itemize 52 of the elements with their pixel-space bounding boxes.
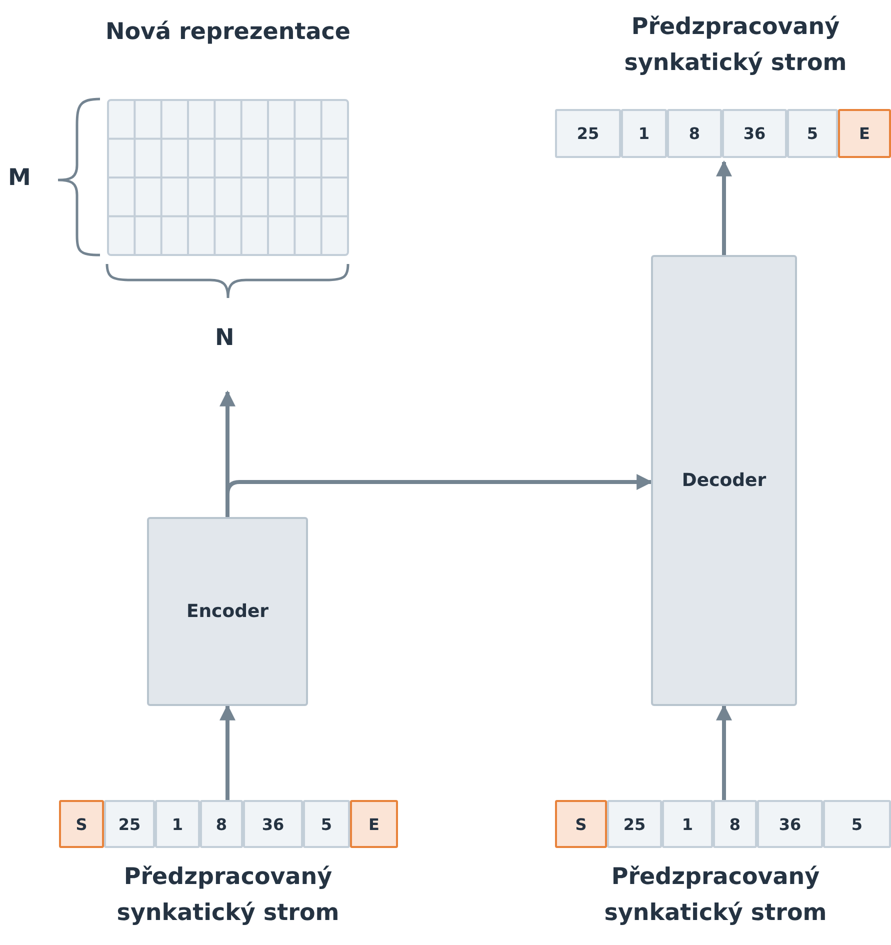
process-box xyxy=(651,255,797,706)
token-text: 25 xyxy=(623,814,646,834)
token-cell xyxy=(722,109,787,158)
token-text: E xyxy=(859,124,870,143)
arrow xyxy=(220,704,236,800)
token-cell xyxy=(713,800,757,848)
token-text: E xyxy=(368,814,380,834)
token-cell xyxy=(555,109,621,158)
token-cell xyxy=(662,800,713,848)
process-box xyxy=(147,517,308,706)
heading: Předzpracovaný synkatický strom xyxy=(603,863,828,928)
token-text: 1 xyxy=(638,124,650,143)
token-text: 5 xyxy=(806,124,818,143)
token-cell xyxy=(155,800,200,848)
arrow xyxy=(716,160,732,255)
token-cell xyxy=(200,800,243,848)
token-cell xyxy=(243,800,303,848)
token-text: S xyxy=(76,814,88,834)
token-text: 25 xyxy=(576,124,600,143)
token-text: 25 xyxy=(118,814,141,834)
heading: Předzpracovaný synkatický strom xyxy=(623,13,848,78)
token-cell xyxy=(838,109,891,158)
token-text: 8 xyxy=(729,814,741,834)
token-text: Decoder xyxy=(682,470,766,491)
token-text: 36 xyxy=(778,814,802,834)
arrow xyxy=(716,704,732,800)
dimension-label: M xyxy=(8,165,31,191)
token-cell xyxy=(350,800,398,848)
heading: Nová reprezentace xyxy=(105,18,351,47)
token-cell xyxy=(59,800,104,848)
arrow xyxy=(226,474,653,517)
token-cell xyxy=(555,800,607,848)
token-cell xyxy=(757,800,823,848)
token-text: 8 xyxy=(688,124,700,143)
heading: Předzpracovaný synkatický strom xyxy=(116,863,340,928)
token-cell xyxy=(667,109,722,158)
token-text: Encoder xyxy=(186,601,269,622)
token-cell xyxy=(607,800,662,848)
token-cell xyxy=(787,109,838,158)
token-text: 8 xyxy=(216,814,228,834)
token-text: 1 xyxy=(682,814,694,834)
token-cell xyxy=(303,800,350,848)
token-cell xyxy=(104,800,155,848)
token-text: 36 xyxy=(743,124,766,143)
token-text: 5 xyxy=(851,814,863,834)
token-text: S xyxy=(575,814,587,834)
token-cell xyxy=(823,800,891,848)
token-cell xyxy=(621,109,667,158)
token-text: 36 xyxy=(262,814,284,834)
token-text: 5 xyxy=(320,814,332,834)
dimension-label: N xyxy=(215,325,234,351)
token-text: 1 xyxy=(172,814,184,834)
